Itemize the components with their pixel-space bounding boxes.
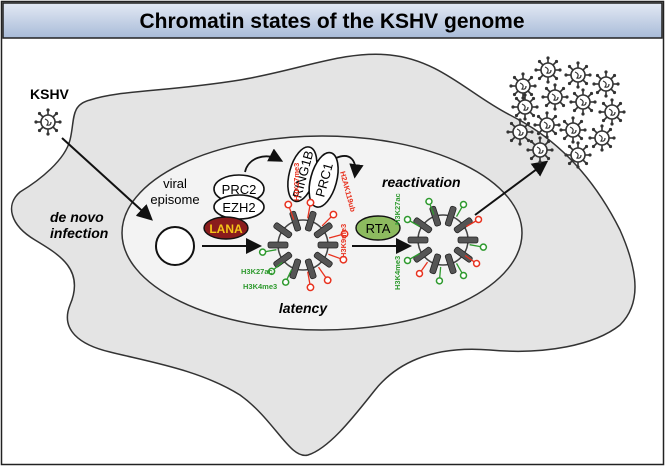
active-h3k27ac-label: H3K27ac	[393, 193, 402, 225]
virion-icon	[532, 110, 562, 140]
virion-icon	[563, 60, 593, 90]
latency-label: latency	[279, 300, 328, 316]
virion-icon	[558, 115, 588, 145]
prc2-complex: PRC2 EZH2	[213, 174, 265, 220]
repressive-marks	[284, 198, 349, 292]
virion-icon	[540, 82, 570, 112]
latent-h3k4me3-label: H3K4me3	[243, 282, 277, 291]
infection-label: infection	[50, 225, 108, 241]
prc1-to-chromatin-arrow	[335, 155, 364, 179]
latent-chromatin	[258, 198, 349, 292]
virion-icon	[533, 55, 563, 85]
infection-arrow	[61, 137, 153, 221]
diagram-title: Chromatin states of the KSHV genome	[139, 10, 524, 33]
virion-icon	[563, 140, 593, 170]
h3k9me3-label: H3K9me3	[339, 224, 348, 258]
prc1-complex: RING1B PRC1	[287, 146, 339, 208]
ezh2-label: EZH2	[222, 200, 255, 215]
kshv-label: KSHV	[30, 86, 70, 102]
virion-icon	[587, 123, 617, 153]
rta-badge: RTA	[355, 215, 401, 241]
virion-icon	[508, 71, 538, 101]
h3k27me3-label: H3K27me3	[292, 163, 301, 201]
incoming-virion-icon	[33, 107, 63, 137]
latent-h3k27ac-label: H3K27ac	[241, 267, 273, 276]
viral-episome-circle	[155, 226, 195, 266]
active-h3k4me3-label: H3K4me3	[393, 256, 402, 290]
latent-active-marks	[258, 248, 293, 286]
viral-label: viral	[163, 176, 187, 191]
reactivation-label: reactivation	[382, 174, 461, 190]
lana-badge: LANA	[203, 216, 249, 240]
virion-icon	[591, 69, 621, 99]
virion-icon	[510, 92, 540, 122]
prc2-label: PRC2	[222, 182, 257, 197]
prc2-to-prc1-arrow	[244, 148, 284, 173]
virion-icon	[525, 135, 555, 165]
rta-label: RTA	[366, 221, 391, 236]
lana-label: LANA	[209, 222, 243, 236]
active-green-marks	[403, 197, 488, 285]
episome-label: episome	[150, 192, 199, 207]
virion-release-arrow	[474, 160, 549, 216]
active-red-marks	[415, 215, 483, 278]
title-bar: Chromatin states of the KSHV genome	[2, 2, 663, 39]
virion-icon	[597, 97, 627, 127]
active-chromatin	[403, 197, 488, 285]
virion-icon	[505, 117, 535, 147]
de-novo-label: de novo	[50, 209, 104, 225]
virion-icon	[568, 87, 598, 117]
